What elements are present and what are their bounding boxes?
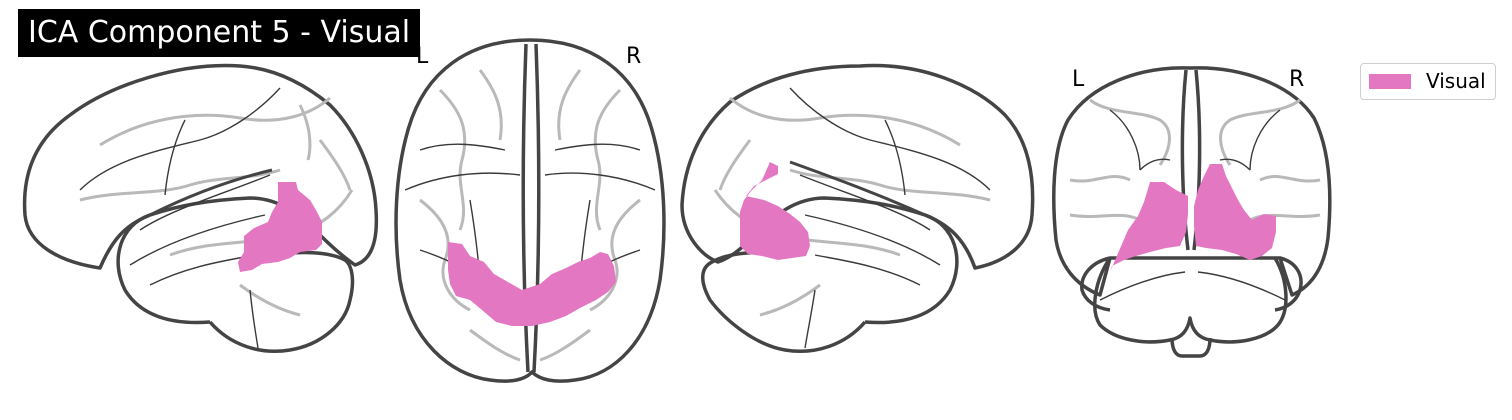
- coronal-activation-blob-right: [1194, 164, 1276, 260]
- axial-brain-outline: [394, 38, 666, 383]
- coronal-activation-blob-left: [1110, 182, 1188, 272]
- sagittal-right-temporal-outline: [864, 213, 959, 325]
- sagittal-right-view: [680, 63, 1035, 353]
- coronal-view: [1052, 66, 1332, 358]
- sagittal-left-activation-blob: [238, 182, 322, 272]
- figure-title: ICA Component 5 - Visual: [18, 9, 421, 57]
- axial-left-label: L: [416, 44, 429, 69]
- coronal-cerebellum-outline: [1093, 257, 1288, 344]
- coronal-temporal-left-outline: [1080, 256, 1111, 312]
- sagittal-right-brain-outline: [680, 63, 1035, 270]
- legend-swatch: [1369, 74, 1411, 89]
- coronal-brain-outline: [1052, 66, 1332, 297]
- axial-activation-blob: [448, 242, 616, 326]
- coronal-right-label: R: [1289, 67, 1305, 92]
- coronal-left-label: L: [1072, 67, 1085, 92]
- sagittal-right-cerebellum-outline: [701, 250, 867, 353]
- legend-label: Visual: [1426, 69, 1486, 93]
- sagittal-left-temporal-outline: [116, 213, 211, 325]
- sagittal-left-view: [22, 63, 379, 353]
- sagittal-left-brain-outline: [22, 63, 379, 270]
- sagittal-right-activation-blob: [740, 162, 810, 260]
- axial-view: [394, 38, 666, 383]
- coronal-brainstem-outline: [1170, 337, 1212, 358]
- legend: Visual: [1360, 63, 1496, 100]
- axial-right-label: R: [626, 44, 642, 69]
- sagittal-left-cerebellum-outline: [208, 250, 355, 353]
